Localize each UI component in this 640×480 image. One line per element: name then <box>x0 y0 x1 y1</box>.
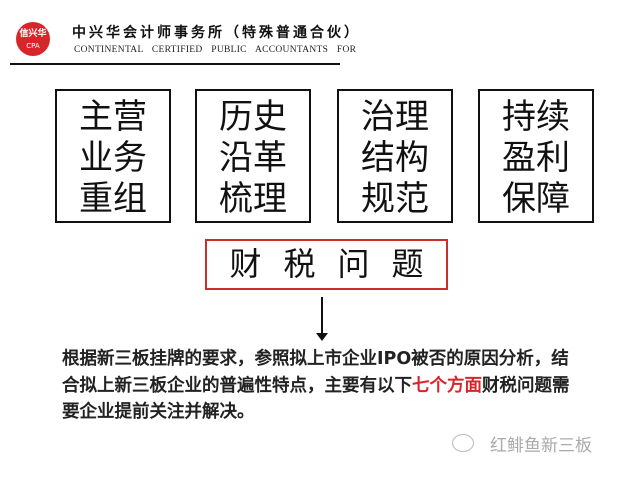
paragraph-text-end: 财税问题需要企业提前关注并解决。 <box>62 375 570 423</box>
box-line: 重组 <box>79 179 147 219</box>
watermark-text: 红鲱鱼新三板 <box>490 436 592 456</box>
paragraph-highlight: 七个方面 <box>412 375 482 396</box>
topic-box-profitability: 持续 盈利 保障 <box>478 89 594 223</box>
firm-name-en: CONTINENTAL CERTIFIED PUBLIC ACCOUNTANTS… <box>74 45 357 55</box>
box-line: 业务 <box>79 138 147 178</box>
description-paragraph: 根据新三板挂牌的要求，参照拟上市企业IPO被否的原因分析，结合拟上新三板企业的普… <box>62 346 582 426</box>
box-line: 主营 <box>79 97 147 137</box>
box-line: 持续 <box>502 97 570 137</box>
logo-sub: CPA <box>26 42 40 50</box>
box-line: 保障 <box>502 179 570 219</box>
tax-issues-box: 财税问题 <box>205 239 448 290</box>
arrowhead-icon <box>316 333 328 341</box>
header-divider <box>10 63 340 65</box>
logo-text: 信兴华 <box>19 29 47 39</box>
box-line: 盈利 <box>502 138 570 178</box>
box-line: 沿革 <box>219 138 287 178</box>
topic-box-history: 历史 沿革 梳理 <box>195 89 311 223</box>
topic-box-governance: 治理 结构 规范 <box>337 89 453 223</box>
box-line: 历史 <box>219 97 287 137</box>
firm-logo: 信兴华 CPA <box>16 22 50 56</box>
topic-box-business-restructuring: 主营 业务 重组 <box>55 89 171 223</box>
box-line: 治理 <box>361 97 429 137</box>
down-arrow-icon <box>321 297 323 337</box>
firm-name-cn: 中兴华会计师事务所（特殊普通合伙） <box>72 25 361 41</box>
wechat-icon <box>452 434 474 452</box>
box-line: 规范 <box>361 179 429 219</box>
paragraph-text: 根据新三板挂牌的要求，参照拟上市企业IPO被否的原因分析，结合拟上新三板企业的普… <box>62 349 569 396</box>
box-line: 梳理 <box>219 179 287 219</box>
box-line: 结构 <box>361 138 429 178</box>
